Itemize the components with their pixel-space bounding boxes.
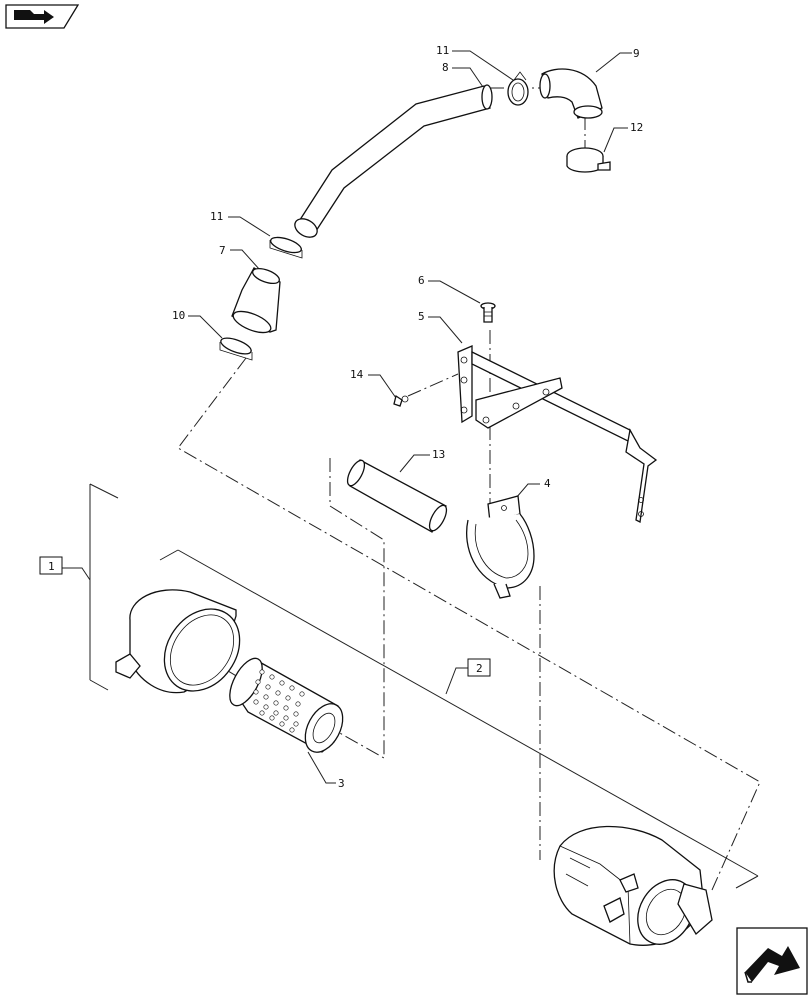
group-2-bracket bbox=[159, 549, 759, 889]
hose-clamp-part-12 bbox=[566, 147, 611, 173]
callout-11-left: 11 bbox=[210, 210, 223, 223]
hose-clamp-part-11-top bbox=[507, 71, 529, 106]
hose-clamp-part-10 bbox=[219, 337, 253, 361]
reducer-part-7 bbox=[231, 267, 281, 334]
callout-5: 5 bbox=[418, 310, 425, 323]
group-1-bracket bbox=[89, 483, 119, 691]
elbow-part-9 bbox=[539, 68, 603, 119]
band-clamp-part-4 bbox=[466, 495, 535, 599]
callout-14: 14 bbox=[350, 368, 364, 381]
callout-4: 4 bbox=[544, 477, 551, 490]
leader-lines bbox=[62, 50, 632, 784]
hose-part-8 bbox=[294, 84, 493, 238]
next-nav-button[interactable] bbox=[736, 927, 808, 995]
callout-labels: 11 8 9 12 11 7 6 10 5 14 13 4 3 1 2 bbox=[39, 44, 643, 790]
callout-7: 7 bbox=[219, 244, 226, 257]
callout-8: 8 bbox=[442, 61, 449, 74]
callout-10: 10 bbox=[172, 309, 185, 322]
filter-element-part-3 bbox=[229, 657, 344, 753]
callout-box-2[interactable]: 2 bbox=[467, 658, 491, 677]
callout-3: 3 bbox=[338, 777, 345, 790]
back-nav-button[interactable] bbox=[5, 4, 80, 29]
air-cleaner-body-part-2 bbox=[553, 825, 713, 946]
centerlines bbox=[177, 87, 761, 891]
bolt-part-6 bbox=[480, 302, 496, 323]
clip-part-14 bbox=[393, 394, 409, 407]
callout-12: 12 bbox=[630, 121, 643, 134]
svg-text:2: 2 bbox=[476, 662, 483, 675]
callout-13: 13 bbox=[432, 448, 445, 461]
callout-9: 9 bbox=[633, 47, 640, 60]
callout-6: 6 bbox=[418, 274, 425, 287]
back-arrow-icon bbox=[14, 10, 54, 24]
svg-text:1: 1 bbox=[48, 560, 55, 573]
next-arrow-icon bbox=[744, 946, 800, 983]
sleeve-part-13 bbox=[346, 459, 448, 533]
bracket-part-5 bbox=[457, 345, 658, 523]
callout-box-1[interactable]: 1 bbox=[39, 556, 63, 575]
dust-cup-part-1 bbox=[115, 589, 241, 694]
callout-11-top: 11 bbox=[436, 44, 449, 57]
hose-clamp-part-11-left bbox=[269, 236, 303, 259]
